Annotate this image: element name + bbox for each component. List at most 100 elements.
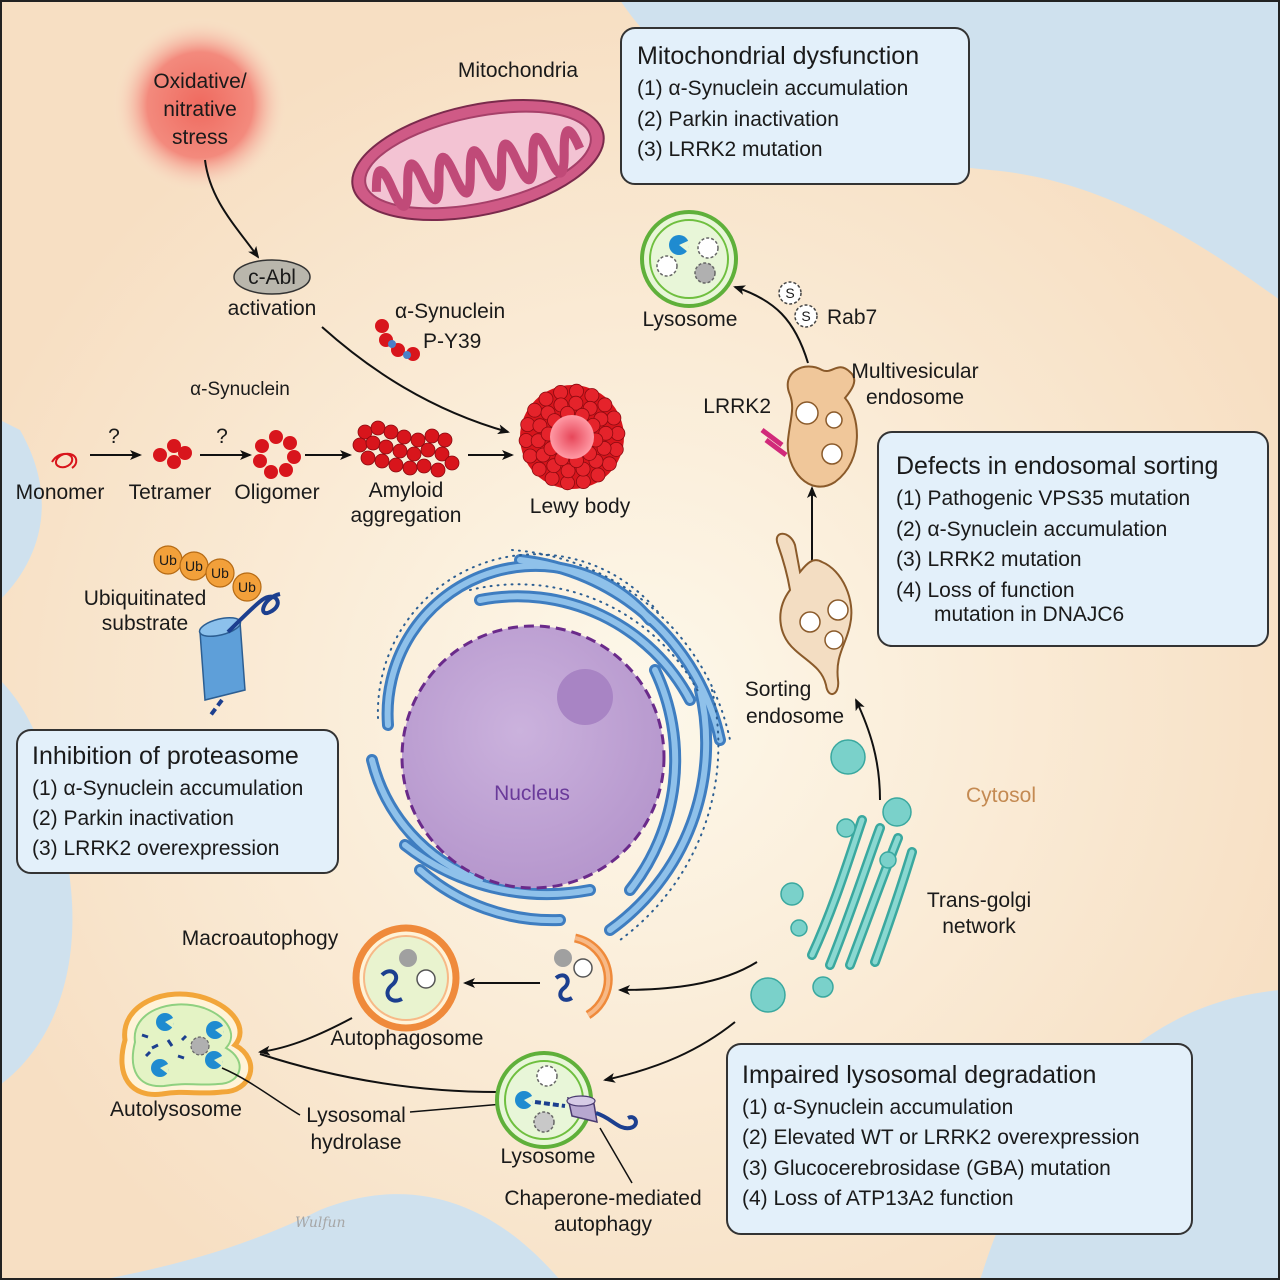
endo-box-title: Defects in endosomal sorting xyxy=(896,452,1218,480)
phagophore-icon xyxy=(554,933,613,1019)
lewy-bead xyxy=(560,463,576,479)
endoplasmic-reticulum-icon xyxy=(366,549,731,941)
ubiquitinated-substrate-label-line2: substrate xyxy=(102,612,188,635)
endosomal-sorting-box: Defects in endosomal sorting (1) Pathoge… xyxy=(877,431,1269,647)
phospho-synuclein-icon xyxy=(375,319,420,361)
arrow-mve-to-lysosome xyxy=(733,285,809,364)
asyn-label: α-Synuclein xyxy=(190,379,290,400)
sorting-endosome-label-line2: endosome xyxy=(746,705,844,728)
lysosome-top-icon xyxy=(640,210,738,308)
tgn-label-line2: network xyxy=(942,915,1016,938)
amyloid-label-line1: Amyloid xyxy=(369,479,444,502)
lewy-bead xyxy=(590,467,606,483)
lewy-body-icon xyxy=(518,383,626,491)
cabl-label: c-Abl xyxy=(248,266,296,289)
rab7-s-label-1: S xyxy=(785,285,794,301)
lewy-body-label: Lewy body xyxy=(530,495,631,518)
asyn-py39-label-line2: P-Y39 xyxy=(423,330,481,353)
stress-label-line1: Oxidative/ xyxy=(153,70,247,93)
lyso-box-item-1: (1) α-Synuclein accumulation xyxy=(742,1096,1013,1119)
lrrk2-label: LRRK2 xyxy=(703,395,771,418)
ub-label-4: Ub xyxy=(238,579,256,595)
autolysosome-label: Autolysosome xyxy=(110,1098,242,1121)
asyn-py39-label-line1: α-Synuclein xyxy=(395,300,505,323)
rab7-label: Rab7 xyxy=(827,306,877,329)
proteasome-inhibition-box: Inhibition of proteasome (1) α-Synuclein… xyxy=(16,729,339,874)
sorting-endosome-icon xyxy=(775,532,853,695)
lyso-box-item-4: (4) Loss of ATP13A2 function xyxy=(742,1187,1014,1210)
proteasome-box-item-2: (2) Parkin inactivation xyxy=(32,807,234,830)
arrow-lysosome-to-autolysosome xyxy=(259,1053,499,1093)
endo-box-item-4: (4) Loss of function xyxy=(896,579,1075,602)
hydrolase-leader-line-1 xyxy=(221,1067,301,1116)
mito-box-item-2: (2) Parkin inactivation xyxy=(637,108,839,131)
cma-leader-line xyxy=(599,1127,633,1184)
ub-label-2: Ub xyxy=(185,558,203,574)
ub-label-3: Ub xyxy=(211,565,229,581)
rab7-icon: S S xyxy=(778,281,818,328)
stress-label-line3: stress xyxy=(172,126,228,149)
lysosome-cma-icon xyxy=(495,1051,593,1149)
artist-signature: Wulfun xyxy=(295,1215,346,1231)
tetramer-label: Tetramer xyxy=(129,481,212,504)
mito-box-item-1: (1) α-Synuclein accumulation xyxy=(637,77,908,100)
mitochondria-label: Mitochondria xyxy=(458,59,579,82)
tgn-label-line1: Trans-golgi xyxy=(927,889,1031,912)
lewy-bead xyxy=(531,461,547,477)
endo-box-item-5: mutation in DNAJC6 xyxy=(934,603,1124,626)
ubiquitinated-substrate-label-line1: Ubiquitinated xyxy=(84,587,207,610)
monomer-icon xyxy=(51,452,78,469)
amyloid-aggregate-icon xyxy=(352,420,460,478)
nucleolus-icon xyxy=(557,669,613,725)
question-mark-1: ? xyxy=(108,425,120,448)
lewy-bead xyxy=(606,410,622,426)
amyloid-label-line2: aggregation xyxy=(351,504,462,527)
autolysosome-icon xyxy=(119,991,254,1097)
arrow-tgn-to-sorting xyxy=(855,698,881,801)
lyso-box-item-2: (2) Elevated WT or LRRK2 overexpression xyxy=(742,1126,1140,1149)
lrrk2-marker-icon xyxy=(760,428,788,457)
oligomer-label: Oligomer xyxy=(234,481,319,504)
lysosomal-hydrolase-label-line1: Lysosomal xyxy=(306,1104,406,1127)
macroautophagy-label: Macroautophogy xyxy=(182,927,339,950)
autophagosome-icon xyxy=(352,924,460,1032)
ub-label-1: Ub xyxy=(159,552,177,568)
mve-label-line1: Multivesicular xyxy=(851,360,978,383)
mitochondria-icon xyxy=(351,98,605,222)
stress-glow xyxy=(112,17,288,193)
mito-box-item-3: (3) LRRK2 mutation xyxy=(637,138,823,161)
endo-box-item-3: (3) LRRK2 mutation xyxy=(896,548,1082,571)
proteasome-box-item-1: (1) α-Synuclein accumulation xyxy=(32,777,303,800)
lysosome-top-label: Lysosome xyxy=(643,308,738,331)
lewy-bead xyxy=(576,474,591,490)
arrow-tgn-to-phagophore xyxy=(618,961,758,995)
lewy-bead xyxy=(527,402,542,418)
cabl-activation-label: activation xyxy=(228,297,317,320)
mito-box-title: Mitochondrial dysfunction xyxy=(637,42,919,70)
cytosol-label: Cytosol xyxy=(966,784,1036,807)
mito-dysfunction-box: Mitochondrial dysfunction (1) α-Synuclei… xyxy=(620,27,970,185)
monomer-label: Monomer xyxy=(16,481,105,504)
lewy-bead xyxy=(597,397,613,413)
lewy-bead xyxy=(584,388,600,403)
lewy-bead xyxy=(544,471,560,486)
sorting-endosome-label-line1: Sorting xyxy=(745,678,812,701)
arrow-stress-to-cabl xyxy=(204,159,260,259)
cma-label-line1: Chaperone-mediated xyxy=(504,1187,701,1210)
arrow-tgn-to-lysosome xyxy=(603,1021,736,1083)
lewy-bead xyxy=(568,395,584,411)
trans-golgi-network-icon xyxy=(750,739,917,1013)
multivesicular-endosome-icon xyxy=(786,365,858,488)
lysosomal-hydrolase-label-line2: hydrolase xyxy=(310,1131,401,1154)
arrow-cabl-to-lewy xyxy=(321,326,510,435)
cabl-badge xyxy=(233,259,311,295)
lewy-bead xyxy=(602,456,617,472)
proteasome-box-title: Inhibition of proteasome xyxy=(32,742,299,770)
endo-box-item-1: (1) Pathogenic VPS35 mutation xyxy=(896,487,1190,510)
lyso-box-item-3: (3) Glucocerebrosidase (GBA) mutation xyxy=(742,1157,1111,1180)
ubiquitin-chain-icon: Ub Ub Ub Ub xyxy=(153,545,262,602)
tetramer-icon xyxy=(153,439,192,469)
oligomer-icon xyxy=(253,430,301,479)
stress-label-line2: nitrative xyxy=(163,98,237,121)
